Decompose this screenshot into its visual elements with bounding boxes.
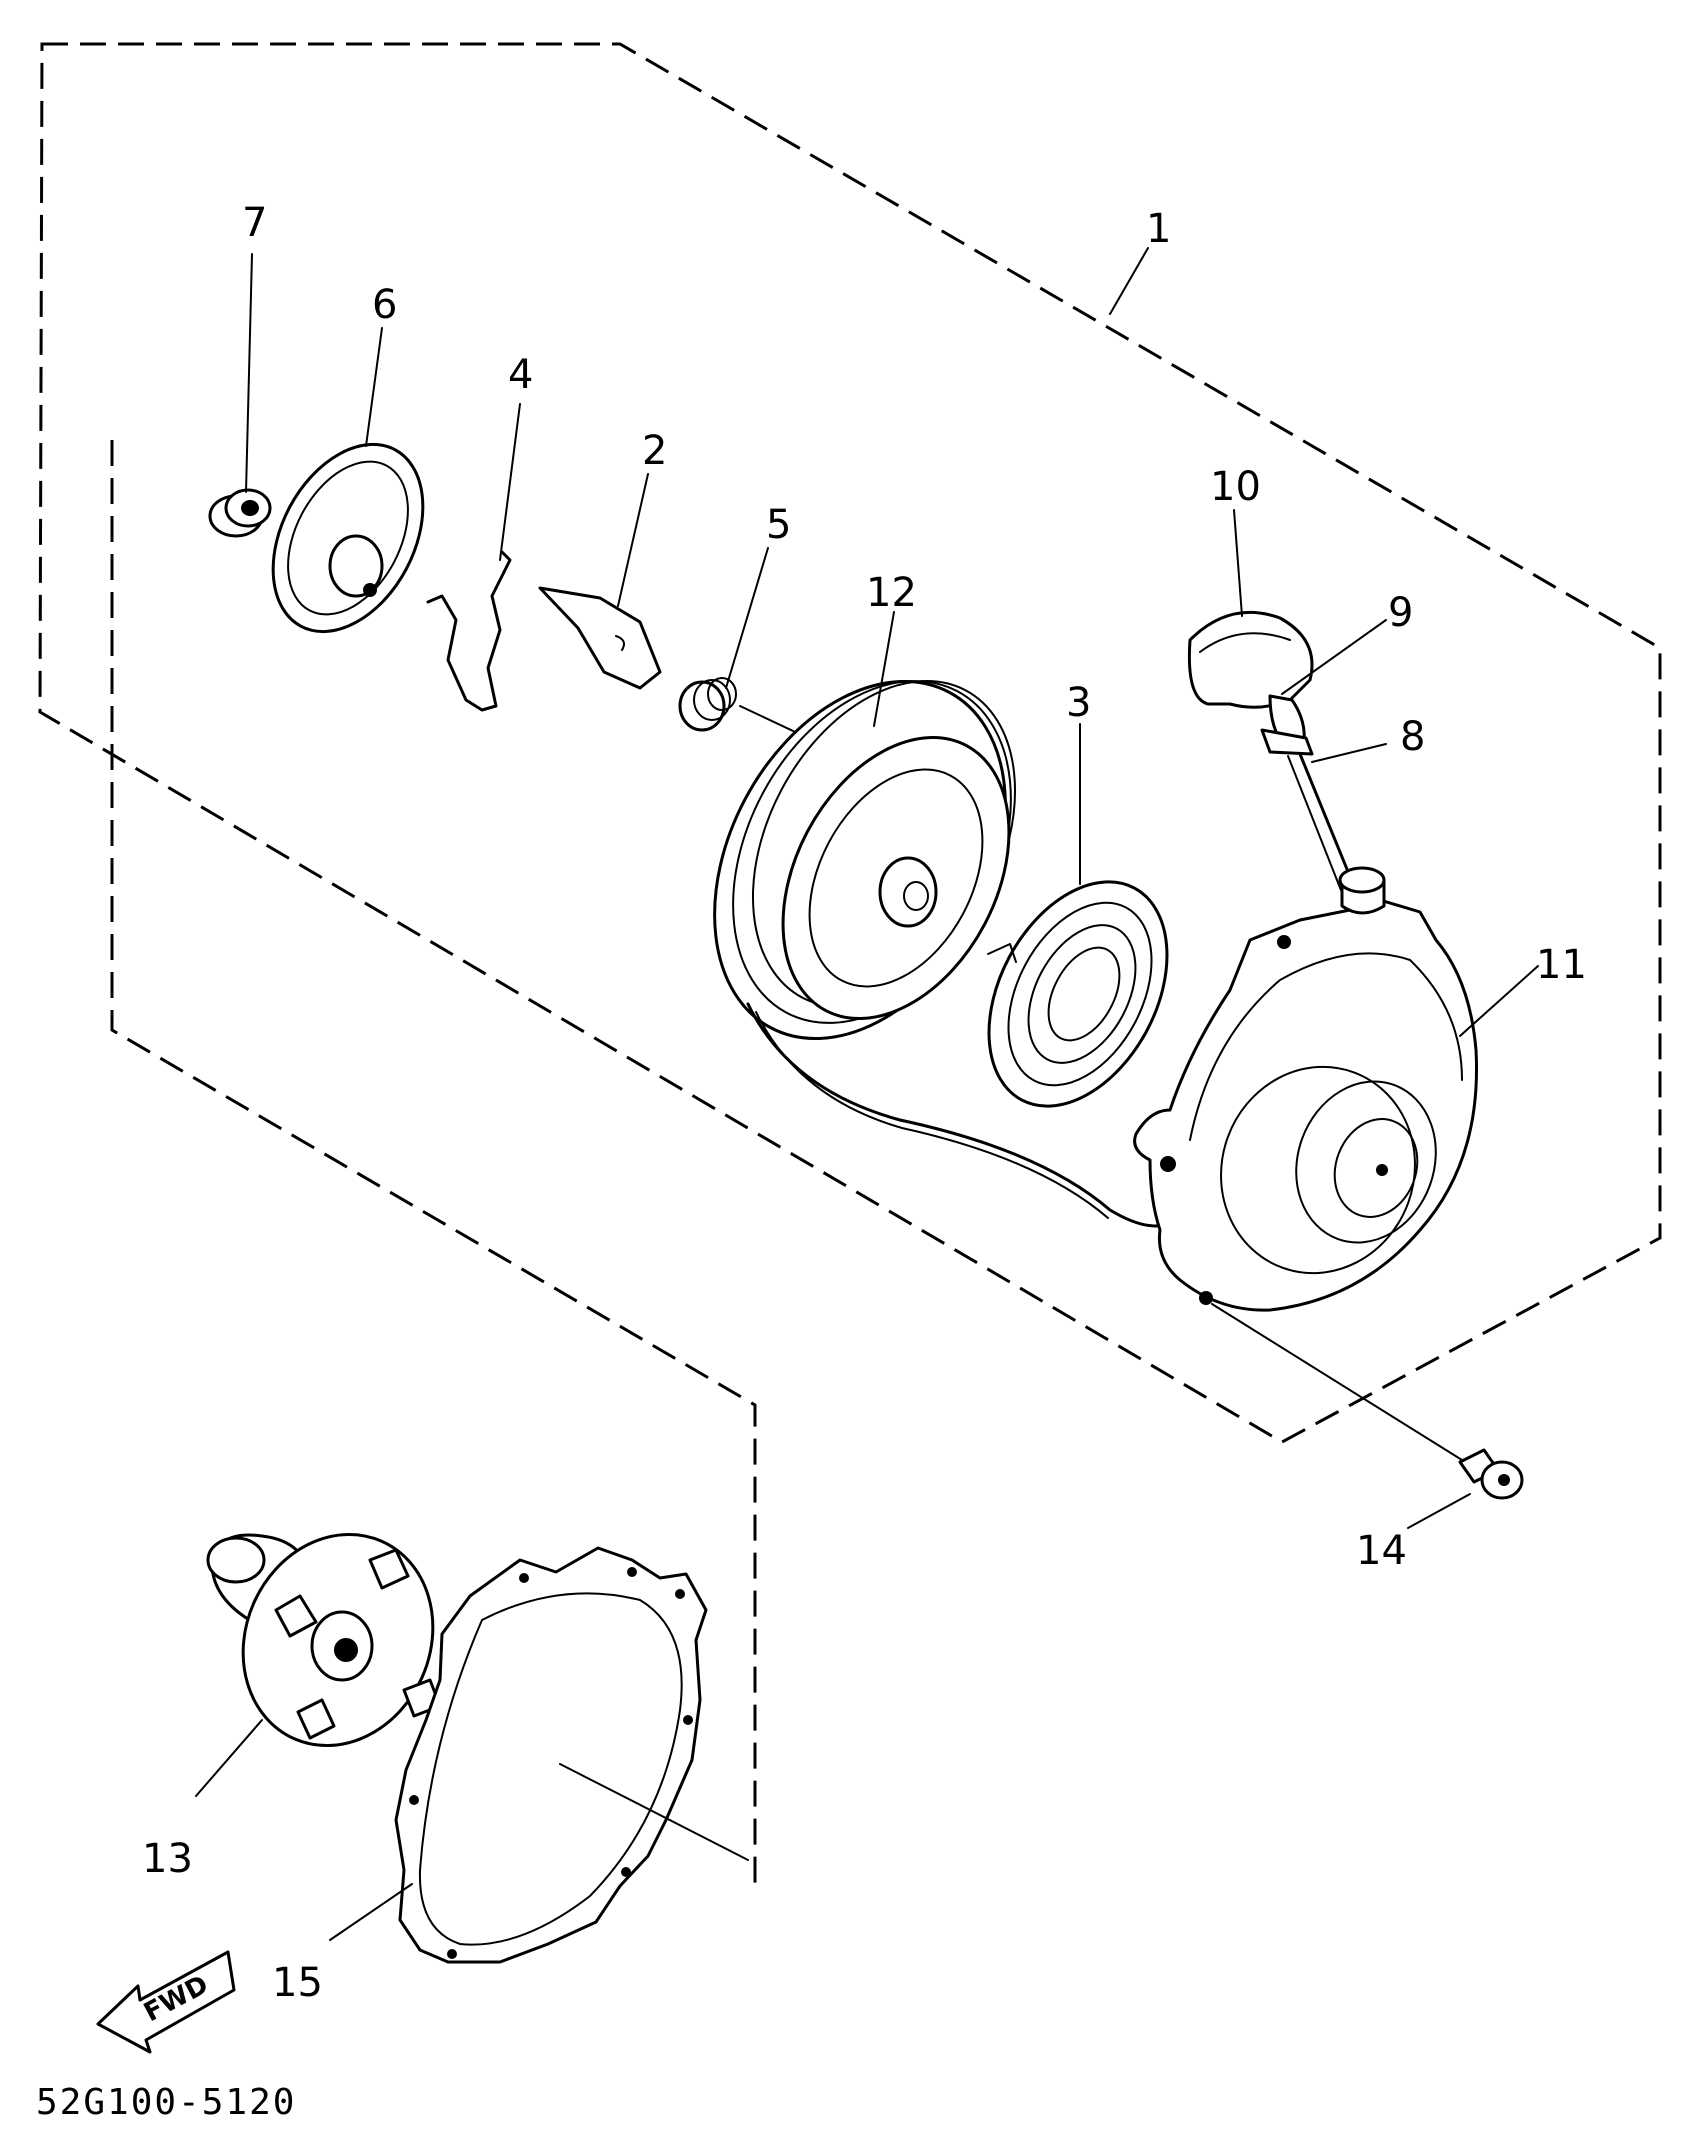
callout-1: 1 (1146, 206, 1171, 252)
leader-15-center (559, 1763, 749, 1861)
leader-1 (1109, 247, 1149, 315)
callout-13: 13 (142, 1836, 193, 1882)
part-15-gasket (394, 1546, 708, 1964)
part-4-spring-clip (426, 550, 512, 712)
callout-3: 3 (1066, 680, 1091, 726)
fwd-arrow-icon (96, 1950, 236, 2054)
part-6-drive-plate (271, 442, 425, 634)
leader-5 (725, 547, 769, 689)
callout-10: 10 (1210, 464, 1261, 510)
leader-6 (365, 327, 383, 447)
leader-8 (1311, 743, 1387, 763)
callout-14: 14 (1356, 1528, 1407, 1574)
callout-11: 11 (1536, 942, 1587, 988)
part-5-small-spring (678, 677, 737, 732)
part-12-sheave-drum (713, 679, 1017, 1041)
leader-11 (1459, 965, 1539, 1037)
part-14-bolt (1458, 1448, 1524, 1500)
callout-9: 9 (1388, 590, 1413, 636)
part-8-starter-rope (746, 1002, 1174, 1228)
part-2-pawl (538, 586, 662, 690)
leader-7 (245, 253, 253, 493)
part-9-10-handle (1187, 610, 1314, 756)
callout-6: 6 (372, 282, 397, 328)
callout-15: 15 (272, 1960, 323, 2006)
part-13-drive-pulley (206, 1532, 442, 1748)
callout-7: 7 (242, 200, 267, 246)
part-11-starter-case (1133, 866, 1478, 1312)
leader-9 (1281, 619, 1387, 695)
leader-13 (195, 1719, 263, 1797)
callout-8: 8 (1400, 714, 1425, 760)
part-14-axis-line (1211, 1303, 1463, 1461)
fwd-direction-arrow: FWD (96, 1950, 236, 2054)
figure-code: 52G100-5120 (36, 2082, 296, 2123)
leader-4 (499, 403, 521, 561)
callout-2: 2 (642, 428, 667, 474)
leader-2 (617, 473, 649, 607)
assembly-group-boundary (38, 42, 1662, 1444)
part-7-nut (208, 488, 272, 538)
leader-15 (329, 1883, 413, 1941)
part-3-recoil-spring (987, 880, 1169, 1108)
leader-lines (195, 247, 1539, 1941)
callout-12: 12 (866, 570, 917, 616)
callout-5: 5 (766, 502, 791, 548)
leader-14 (1407, 1493, 1471, 1529)
leader-12 (873, 611, 895, 727)
leader-10 (1233, 509, 1243, 617)
lower-group-boundary (110, 440, 757, 1885)
callout-labels: 1 2 3 4 5 6 7 8 9 10 11 12 13 14 15 (142, 200, 1587, 2006)
callout-4: 4 (508, 352, 533, 398)
